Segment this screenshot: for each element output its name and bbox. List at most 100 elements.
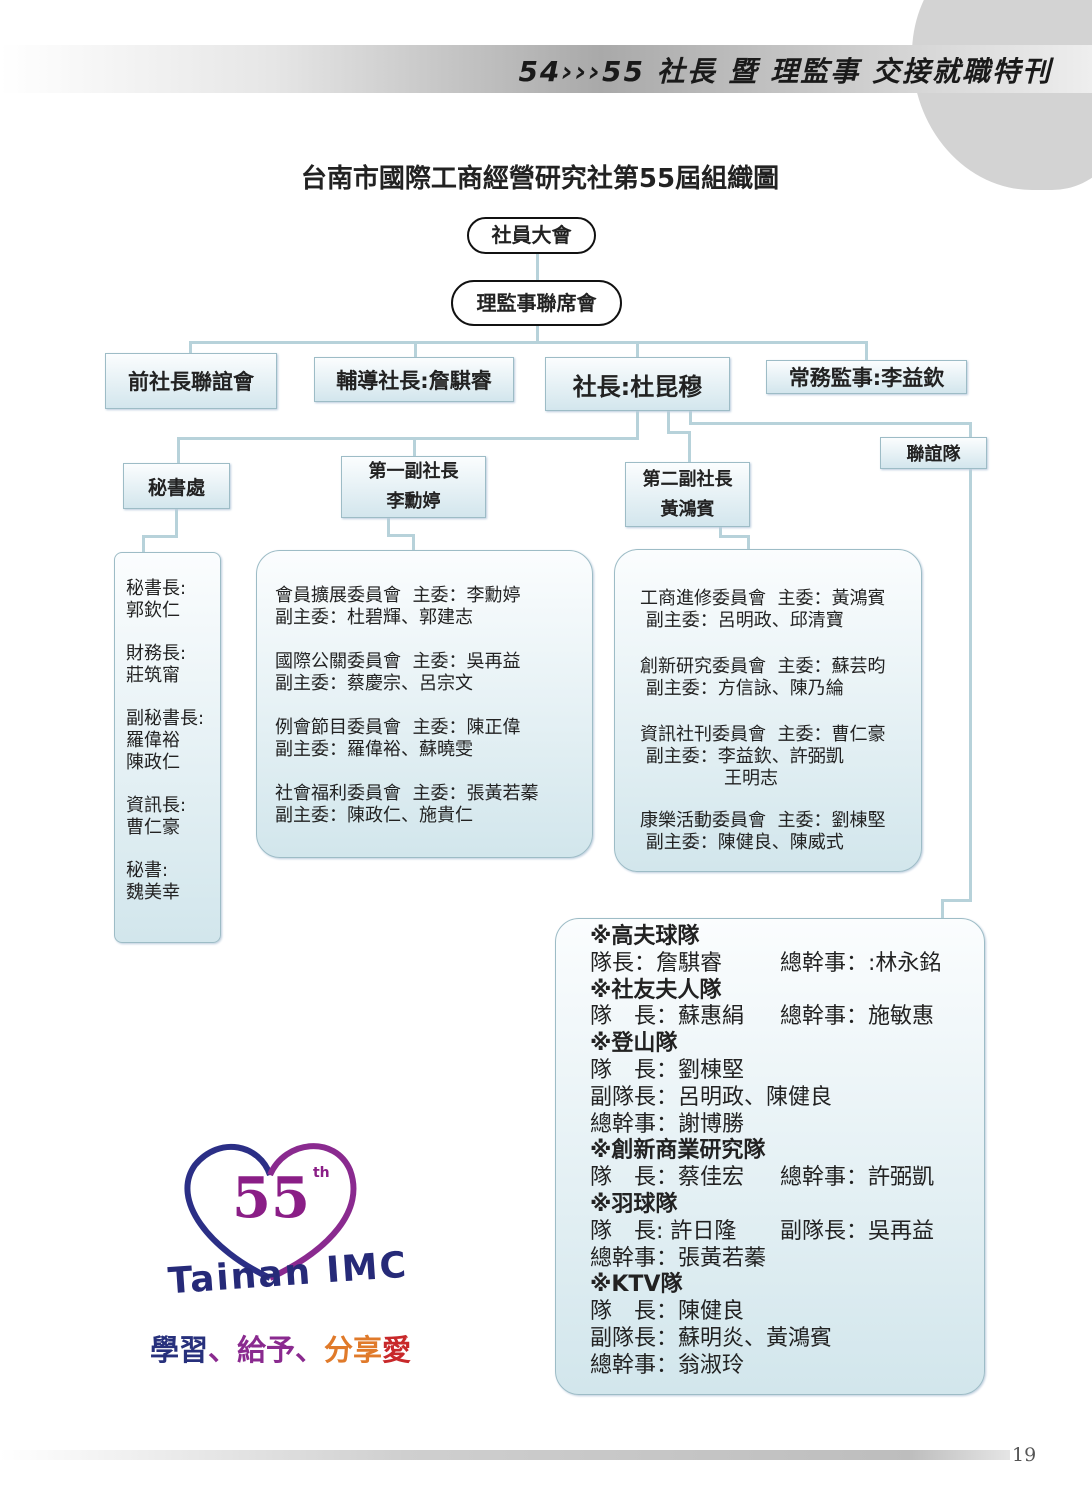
committee-chair: 資訊社刊委員會 主委：曹仁豪 bbox=[640, 724, 886, 745]
committee: 康樂活動委員會 主委：劉棟堅 副主委：陳健良、陳威式 bbox=[640, 810, 921, 854]
club-row: 隊 長: 許日隆 副隊長：吳再益 bbox=[590, 1219, 984, 1246]
advisor-node: 輔導社長:詹騏睿 bbox=[314, 357, 514, 402]
supervisor-node: 常務監事:李益欽 bbox=[766, 360, 967, 394]
club-officer: 隊 長：陳健良 bbox=[590, 1299, 745, 1325]
club-row: 副隊長：蘇明炎、黃鴻賓 bbox=[590, 1326, 984, 1353]
logo-number: 55 bbox=[232, 1165, 310, 1231]
club-row: 隊長：詹騏睿 總幹事：:林永銘 bbox=[590, 951, 984, 978]
club-row: 隊 長：蘇惠絹 總幹事：施敏惠 bbox=[590, 1004, 984, 1031]
club-name: ※創新商業研究隊 bbox=[590, 1138, 766, 1164]
vp2-name: 黃鴻賓 bbox=[660, 498, 715, 520]
committee-extra-member: 王明志 bbox=[724, 768, 778, 789]
member-names: 魏美幸 bbox=[126, 882, 180, 903]
club-name: ※KTV隊 bbox=[590, 1272, 683, 1298]
committee: 例會節目委員會 主委：陳正偉副主委：羅偉裕、蘇曉雯 bbox=[275, 717, 592, 761]
vp1-name: 李勳婷 bbox=[386, 491, 441, 512]
committee-vice-chairs: 副主委：羅偉裕、蘇曉雯 bbox=[275, 739, 473, 760]
committee-chair: 工商進修委員會 主委：黃鴻賓 bbox=[640, 588, 886, 609]
secretariat-entry: 副秘書長:羅偉裕 陳政仁 bbox=[126, 708, 220, 774]
club-officer: 副隊長：吳再益 bbox=[780, 1218, 935, 1244]
logo-sup: th bbox=[312, 1165, 330, 1181]
club-row: 隊 長：蔡佳宏總幹事：許弼凱 bbox=[590, 1165, 984, 1192]
vp1-title: 第一副社長 bbox=[368, 461, 459, 482]
committee-vice-chairs: 副主委：蔡慶宗、呂宗文 bbox=[275, 673, 473, 694]
committee-vice-chairs: 副主委：呂明政、邱清寶 bbox=[640, 610, 844, 631]
club-name: ※社友夫人隊 bbox=[590, 977, 722, 1003]
club-officer: 隊長：詹騏睿 bbox=[590, 950, 723, 976]
club-officer: 總幹事：許弼凱 bbox=[780, 1165, 935, 1191]
slogan-part: 學習 bbox=[150, 1333, 209, 1367]
club-row: 隊 長：劉棟堅 bbox=[590, 1058, 984, 1085]
header-banner-text: 54›››55 社長 暨 理監事 交接就職特刊 bbox=[518, 55, 1052, 88]
footer-bar bbox=[0, 1450, 1010, 1460]
role-label: 秘書長: bbox=[126, 578, 187, 599]
role-label: 財務長: bbox=[126, 643, 187, 664]
slogan-part: 分享 bbox=[324, 1333, 383, 1367]
committee: 國際公關委員會 主委：吳再益副主委：蔡慶宗、呂宗文 bbox=[275, 651, 592, 695]
secretariat-entry: 財務長:莊筑甯 bbox=[126, 643, 220, 687]
club-officer: 隊 長：蘇惠絹 bbox=[590, 1004, 745, 1030]
club-officer: 隊 長：劉棟堅 bbox=[590, 1057, 745, 1083]
role-label: 秘書: bbox=[126, 860, 169, 881]
club-row: 總幹事：翁淑玲 bbox=[590, 1353, 984, 1380]
club-officer: 隊 長: 許日隆 bbox=[590, 1218, 737, 1244]
club-name: ※高夫球隊 bbox=[590, 924, 700, 949]
member-names: 羅偉裕 陳政仁 bbox=[126, 730, 180, 773]
committee-chair: 康樂活動委員會 主委：劉棟堅 bbox=[640, 810, 886, 831]
club-name: ※登山隊 bbox=[590, 1031, 678, 1057]
club-officer: 總幹事：謝博勝 bbox=[590, 1111, 745, 1137]
club-officer: 總幹事：施敏惠 bbox=[780, 1004, 935, 1030]
club-row: 隊 長：陳健良 bbox=[590, 1299, 984, 1326]
slogan-part: 、給予、 bbox=[208, 1333, 325, 1367]
secretariat-list: 秘書長:郭欽仁財務長:莊筑甯副秘書長:羅偉裕 陳政仁資訊長:曹仁豪秘書:魏美幸 bbox=[114, 552, 221, 943]
secretariat-entry: 資訊長:曹仁豪 bbox=[126, 795, 220, 839]
header-banner bbox=[0, 45, 1092, 93]
fellowship-node: 聯誼隊 bbox=[880, 437, 987, 469]
board-meeting-node: 理監事聯席會 bbox=[451, 280, 622, 326]
committee-chair: 例會節目委員會 主委：陳正偉 bbox=[275, 717, 521, 738]
fellowship-clubs: ※高夫球隊隊長：詹騏睿 總幹事：:林永銘 ※社友夫人隊隊 長：蘇惠絹 總幹事：施敏惠 ※… bbox=[555, 918, 985, 1395]
club-officer: 副隊長：蘇明炎、黃鴻賓 bbox=[590, 1325, 833, 1351]
committee: 社會福利委員會 主委：張黃若蓁副主委：陳政仁、施貴仁 bbox=[275, 783, 592, 827]
slogan-part: 愛 bbox=[382, 1333, 412, 1367]
committee: 工商進修委員會 主委：黃鴻賓 副主委：呂明政、邱清寶 bbox=[640, 588, 921, 632]
committee: 會員擴展委員會 主委：李勳婷副主委：杜碧輝、郭建志 bbox=[275, 585, 592, 629]
committee-vice-chairs: 副主委：杜碧輝、郭建志 bbox=[275, 607, 473, 628]
secretariat-node: 秘書處 bbox=[123, 463, 230, 509]
club-officer: 總幹事：翁淑玲 bbox=[590, 1352, 745, 1378]
vp2-title: 第二副社長 bbox=[642, 468, 733, 490]
committee-chair: 社會福利委員會 主委：張黃若蓁 bbox=[275, 783, 539, 804]
committee-chair: 創新研究委員會 主委：蘇芸昀 bbox=[640, 656, 886, 677]
vp1-committees: 會員擴展委員會 主委：李勳婷副主委：杜碧輝、郭建志國際公關委員會 主委：吳再益副… bbox=[256, 550, 593, 858]
committee-vice-chairs: 副主委：方信詠、陳乃綸 bbox=[640, 678, 844, 699]
page-title: 台南市國際工商經營研究社第55屆組織圖 bbox=[300, 164, 780, 194]
committee-chair: 會員擴展委員會 主委：李勳婷 bbox=[275, 585, 521, 606]
committee-vice-chairs: 副主委：陳政仁、施貴仁 bbox=[275, 805, 473, 826]
club-row: 副隊長：呂明政、陳健良 bbox=[590, 1085, 984, 1112]
club-name: ※羽球隊 bbox=[590, 1191, 678, 1217]
vp2-node: 第二副社長 黃鴻賓 bbox=[625, 462, 750, 527]
vp2-committees: 工商進修委員會 主委：黃鴻賓 副主委：呂明政、邱清寶創新研究委員會 主委：蘇芸昀… bbox=[614, 549, 922, 872]
member-names: 曹仁豪 bbox=[126, 817, 180, 838]
member-names: 郭欽仁 bbox=[126, 600, 180, 621]
role-label: 資訊長: bbox=[126, 795, 187, 816]
club-row: 總幹事：張黃若蓁 bbox=[590, 1246, 984, 1273]
secretariat-entry: 秘書:魏美幸 bbox=[126, 860, 220, 904]
club-officer: 副隊長：呂明政、陳健良 bbox=[590, 1084, 833, 1110]
committee: 創新研究委員會 主委：蘇芸昀 副主委：方信詠、陳乃綸 bbox=[640, 656, 921, 700]
club-officer: 總幹事：:林永銘 bbox=[780, 950, 942, 976]
role-label: 副秘書長: bbox=[126, 708, 205, 729]
heart-logo-icon bbox=[184, 1143, 357, 1281]
vp1-node: 第一副社長 李勳婷 bbox=[341, 456, 486, 518]
committee-vice-chairs: 副主委：陳健良、陳威式 bbox=[640, 832, 844, 853]
general-assembly-node: 社員大會 bbox=[467, 217, 596, 254]
past-presidents-node: 前社長聯誼會 bbox=[105, 353, 277, 409]
page-number: 19 bbox=[1012, 1444, 1037, 1466]
president-node: 社長:杜昆穆 bbox=[545, 357, 730, 411]
logo-slogan: 學習、給予、分享愛 bbox=[150, 1332, 411, 1368]
committee-vice-chairs: 副主委：李益欽、許弼凱 bbox=[640, 746, 844, 767]
committee-chair: 國際公關委員會 主委：吳再益 bbox=[275, 651, 521, 672]
committee: 資訊社刊委員會 主委：曹仁豪 副主委：李益欽、許弼凱王明志 bbox=[640, 724, 921, 790]
